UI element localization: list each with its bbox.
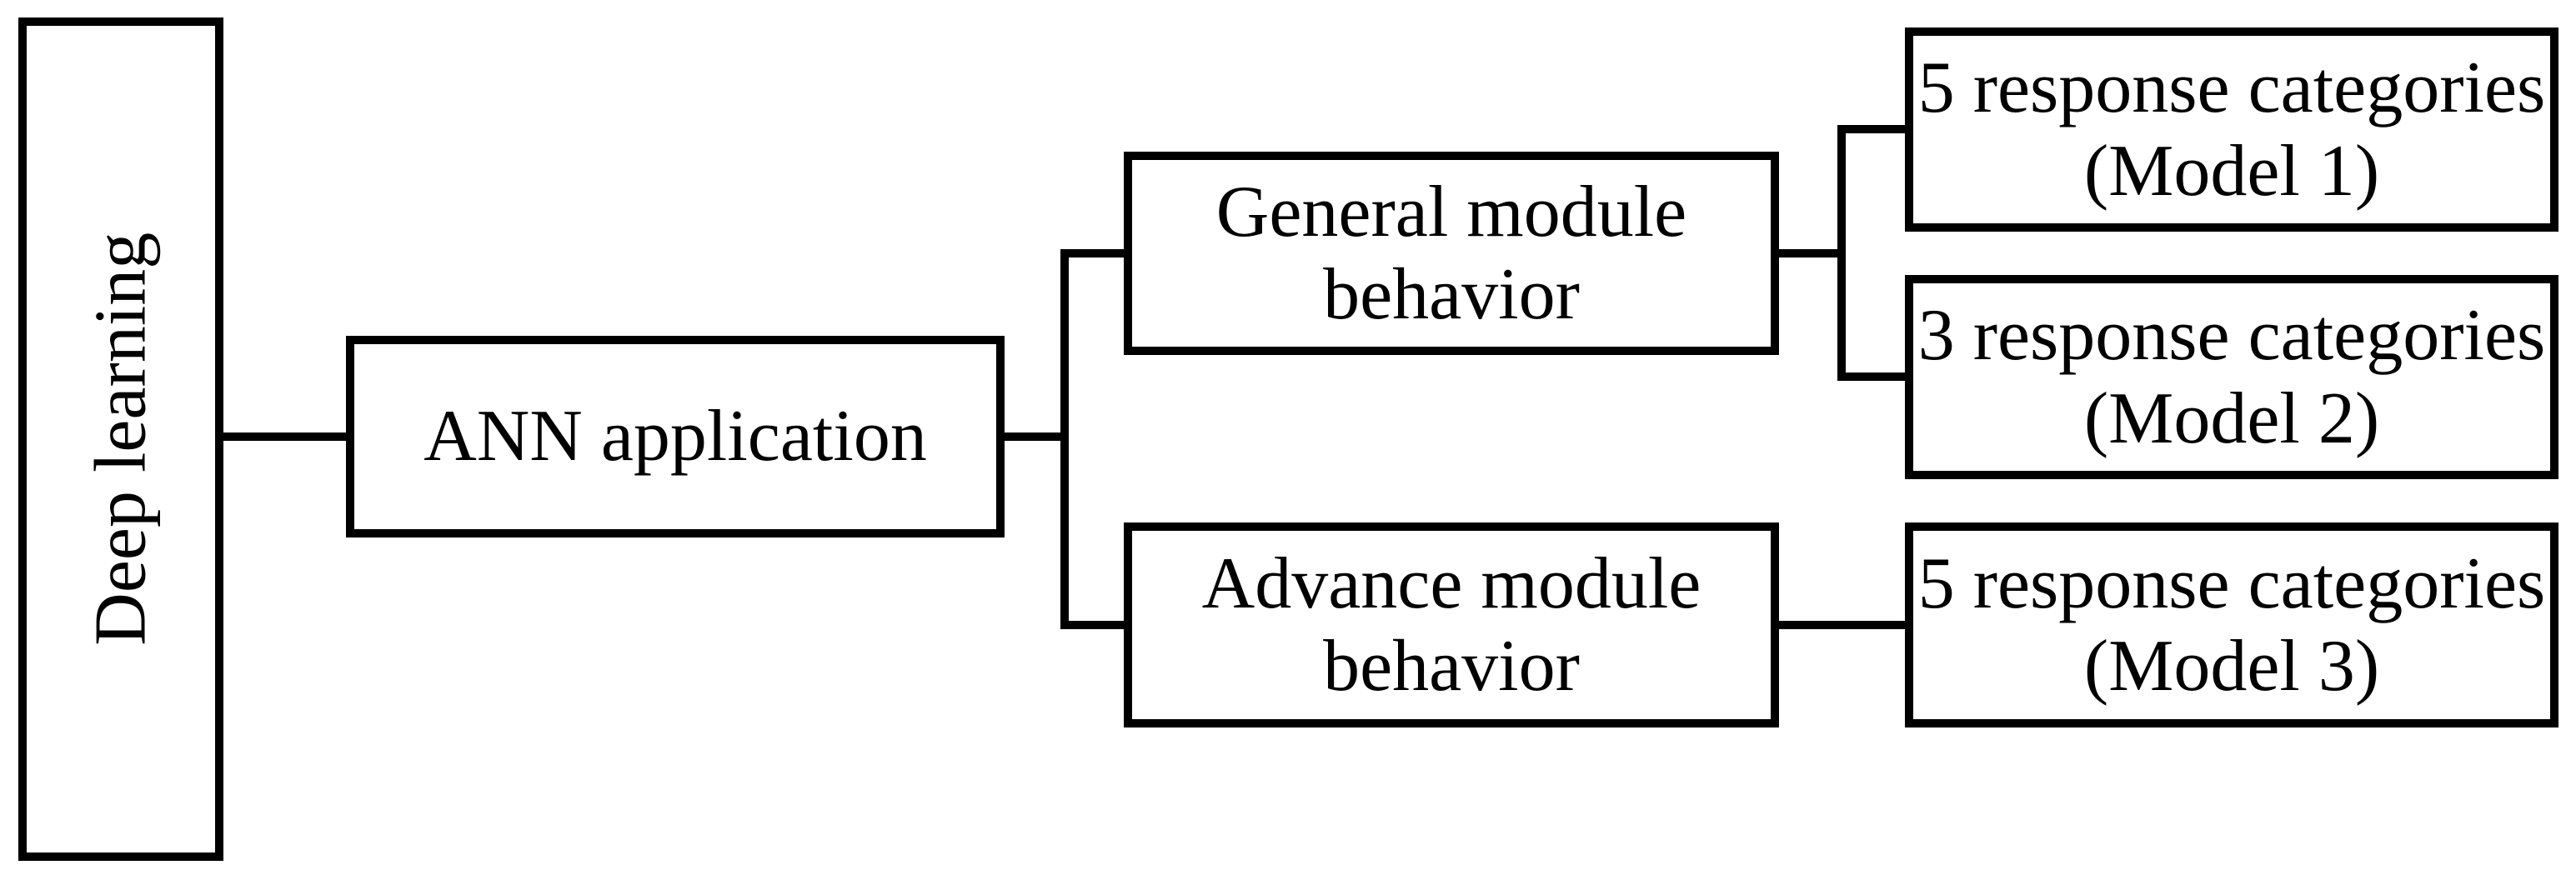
node-model-1-line2: (Model 1): [2083, 130, 2380, 212]
node-model-1-line1: 5 response categories: [1917, 48, 2546, 129]
connector-branch-model-2: [1846, 372, 1905, 381]
connector-ann-stub: [1005, 432, 1069, 441]
node-general-module-behavior: General module behavior: [1124, 152, 1779, 355]
node-model-2-line2: (Model 2): [2083, 378, 2380, 459]
connector-general-stub: [1779, 249, 1846, 258]
node-general-module-line1: General module: [1215, 171, 1687, 252]
node-advance-module-line2: behavior: [1323, 626, 1580, 707]
connector-ann-children-trunk: [1060, 249, 1069, 629]
node-model-2-line1: 3 response categories: [1917, 295, 2546, 377]
node-model-3-line2: (Model 3): [2083, 626, 2380, 707]
node-advance-module-line1: Advance module: [1201, 542, 1701, 624]
node-advance-module-behavior: Advance module behavior: [1124, 522, 1779, 728]
node-model-2: 3 response categories (Model 2): [1905, 275, 2558, 479]
connector-advance-to-model-3: [1779, 621, 1905, 629]
connector-branch-model-1: [1846, 125, 1905, 133]
node-general-module-line2: behavior: [1323, 254, 1580, 335]
connector-deep-learning-to-ann: [223, 432, 346, 441]
connector-branch-advance: [1069, 621, 1124, 629]
node-model-3: 5 response categories (Model 3): [1905, 522, 2558, 728]
node-ann-application-label: ANN application: [423, 396, 927, 478]
node-model-1: 5 response categories (Model 1): [1905, 28, 2558, 232]
connector-general-children-trunk: [1837, 125, 1846, 381]
node-ann-application: ANN application: [346, 336, 1005, 538]
connector-branch-general: [1069, 249, 1124, 258]
node-deep-learning: Deep learning: [18, 18, 223, 861]
node-deep-learning-label: Deep learning: [80, 232, 162, 646]
node-model-3-line1: 5 response categories: [1917, 542, 2546, 624]
